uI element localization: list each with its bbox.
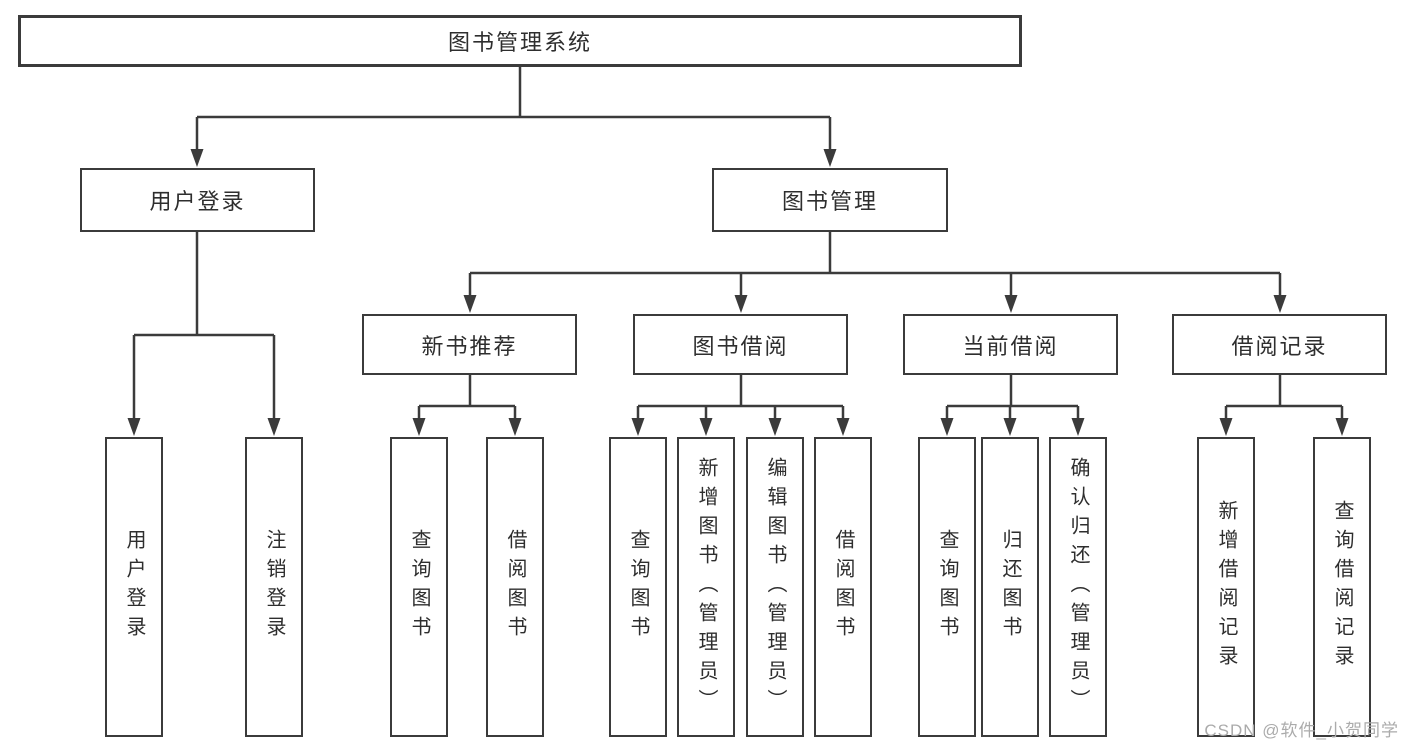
leaf-user-login: 用户登录 [105,437,163,737]
edge-new-book-recommend-to-leaves [412,374,522,436]
edge-book-borrow-to-leaves [631,374,850,436]
leaf-borrow-books-recommend: 借阅图书 [486,437,544,737]
node-label: 归还图书 [999,529,1021,645]
node-label: 新增借阅记录 [1215,500,1237,674]
arrowhead [768,418,782,436]
arrowhead [463,295,477,313]
leaf-confirm-return-admin: 确认归还（管理员） [1049,437,1107,737]
node-label: 用户登录 [149,189,246,214]
arrowhead [734,295,748,313]
node-label: 图书借阅 [692,333,789,359]
arrowhead [1335,418,1349,436]
edge-root-to-level1 [190,67,837,167]
leaf-logout: 注销登录 [245,437,303,737]
arrowhead [267,418,281,436]
arrowhead [1003,418,1017,436]
node-label: 查询图书 [627,529,649,645]
leaf-edit-book-admin: 编辑图书（管理员） [746,437,804,737]
node-label: 借阅图书 [832,529,854,645]
arrowhead [836,418,850,436]
leaf-query-books-borrow: 查询图书 [609,437,667,737]
node-label: 编辑图书（管理员） [764,456,786,718]
node-borrow-records: 借阅记录 [1172,314,1387,375]
leaf-return-book: 归还图书 [981,437,1039,737]
arrowhead [1004,295,1018,313]
node-label: 新书推荐 [421,333,518,359]
node-user-login: 用户登录 [80,168,315,232]
arrowhead [1273,295,1287,313]
node-label: 查询图书 [936,529,958,645]
node-new-book-recommend: 新书推荐 [362,314,577,375]
leaf-add-book-admin: 新增图书（管理员） [677,437,735,737]
leaf-query-borrow-record: 查询借阅记录 [1313,437,1371,737]
node-label: 查询图书 [408,529,430,645]
leaf-borrow-books: 借阅图书 [814,437,872,737]
node-label: 注销登录 [263,529,285,645]
node-label: 新增图书（管理员） [695,456,717,718]
arrowhead [412,418,426,436]
node-label: 确认归还（管理员） [1067,456,1089,718]
node-label: 查询借阅记录 [1331,500,1353,674]
arrowhead [631,418,645,436]
arrowhead [823,149,837,167]
leaf-query-books-current: 查询图书 [918,437,976,737]
node-book-management: 图书管理 [712,168,948,232]
arrowhead [699,418,713,436]
node-label: 借阅图书 [504,529,526,645]
node-label: 当前借阅 [962,333,1059,359]
node-label: 图书管理系统 [447,30,592,55]
edge-current-borrow-to-leaves [940,374,1085,436]
node-label: 借阅记录 [1231,333,1328,359]
node-current-borrow: 当前借阅 [903,314,1118,375]
edge-borrow-records-to-leaves [1219,374,1349,436]
node-label: 用户登录 [123,529,145,645]
arrowhead [1219,418,1233,436]
arrowhead [508,418,522,436]
arrowhead [1071,418,1085,436]
leaf-add-borrow-record: 新增借阅记录 [1197,437,1255,737]
node-library-management-system: 图书管理系统 [18,15,1022,67]
arrowhead [190,149,204,167]
edge-book-mgmt-to-level2 [463,232,1287,313]
leaf-query-books-recommend: 查询图书 [390,437,448,737]
node-book-borrow: 图书借阅 [633,314,848,375]
edge-user-login-to-leaves [127,232,281,436]
arrowhead [127,418,141,436]
arrowhead [940,418,954,436]
csdn-watermark: CSDN @软件_小贺同学 [1204,721,1399,740]
node-label: 图书管理 [781,189,878,214]
